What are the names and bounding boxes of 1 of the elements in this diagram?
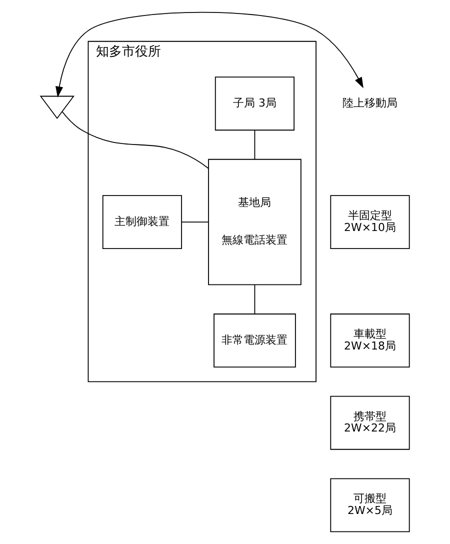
node-text: 陸上移動局 (342, 96, 398, 110)
